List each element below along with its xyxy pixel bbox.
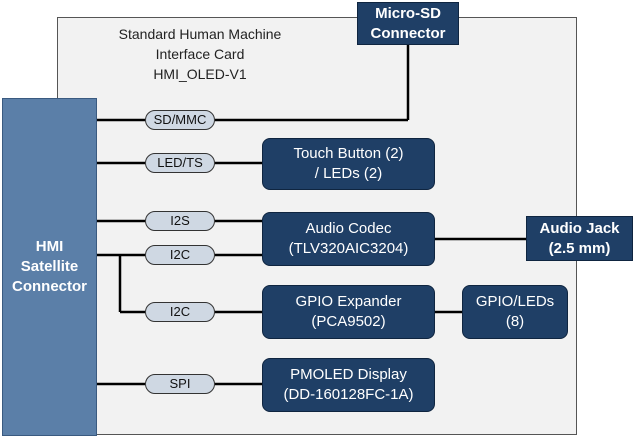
audio-codec-line-1: Audio Codec bbox=[305, 220, 392, 237]
card-title-line-2: Interface Card bbox=[155, 46, 245, 62]
hmi-label-line-3: Connector bbox=[12, 278, 87, 295]
card-title-line-3: HMI_OLED-V1 bbox=[153, 66, 247, 82]
bus-sd-mmc: SD/MMC bbox=[145, 110, 215, 130]
hmi-satellite-connector: HMI Satellite Connector bbox=[2, 98, 97, 436]
gpio-expander-block: GPIO Expander (PCA9502) bbox=[262, 285, 435, 339]
hmi-label-line-1: HMI bbox=[35, 238, 64, 255]
gpio-leds-block: GPIO/LEDs (8) bbox=[462, 285, 568, 339]
touch-button-block: Touch Button (2) / LEDs (2) bbox=[262, 138, 435, 190]
bus-i2c-1: I2C bbox=[145, 245, 215, 265]
gpio-expander-line-2: (PCA9502) bbox=[311, 313, 386, 330]
card-title-line-1: Standard Human Machine bbox=[118, 26, 282, 42]
gpio-expander-line-1: GPIO Expander bbox=[295, 293, 402, 310]
audio-codec-line-2: (TLV320AIC3204) bbox=[288, 240, 409, 257]
micro-sd-line-2: Connector bbox=[370, 24, 446, 42]
bus-i2s: I2S bbox=[145, 211, 215, 231]
pmoled-line-1: PMOLED Display bbox=[290, 366, 407, 383]
micro-sd-connector: Micro-SD Connector bbox=[357, 2, 459, 45]
bus-led-ts: LED/TS bbox=[145, 153, 215, 173]
card-title: Standard Human Machine Interface Card HM… bbox=[90, 24, 310, 84]
audio-codec-block: Audio Codec (TLV320AIC3204) bbox=[262, 212, 435, 266]
gpio-leds-line-2: (8) bbox=[505, 313, 525, 330]
bus-i2c-2: I2C bbox=[145, 302, 215, 322]
gpio-leds-line-1: GPIO/LEDs bbox=[475, 293, 555, 310]
bus-spi: SPI bbox=[145, 374, 215, 394]
touch-button-line-1: Touch Button (2) bbox=[293, 145, 404, 162]
audio-jack-line-2: (2.5 mm) bbox=[548, 239, 611, 257]
hmi-label-line-2: Satellite bbox=[20, 258, 79, 275]
audio-jack-line-1: Audio Jack bbox=[539, 219, 620, 237]
pmoled-line-2: (DD-160128FC-1A) bbox=[283, 386, 414, 403]
audio-jack-block: Audio Jack (2.5 mm) bbox=[526, 216, 633, 261]
touch-button-line-2: / LEDs (2) bbox=[314, 165, 383, 182]
pmoled-display-block: PMOLED Display (DD-160128FC-1A) bbox=[262, 358, 435, 412]
micro-sd-line-1: Micro-SD bbox=[375, 4, 441, 22]
